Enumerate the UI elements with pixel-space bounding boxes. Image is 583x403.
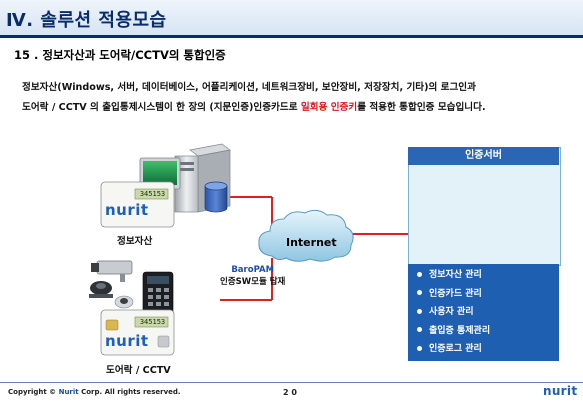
bullet-icon [417,327,422,332]
description-text-before: 도어락 / CCTV 의 출입통제시스템이 한 장의 (지문인증)인증카드로 [22,102,301,113]
baropam-module-text: 인증SW모듈 탑재 [220,277,286,287]
assets-monitor-icon [139,157,181,194]
bullet-icon [417,290,422,295]
function-item: 인증카드 관리 [414,285,490,304]
door-auth-card [100,309,175,356]
description-highlight: 일회용 인증키 [300,102,358,113]
page-number: 2 0 [283,388,297,397]
baropam-caption: BaroPAM 인증SW모듈 탑재 [220,265,285,287]
internet-label: Internet [286,236,337,249]
auth-server-function-list: 정보자산 관리 인증카드 관리 사용자 관리 출입증 통제관리 인증로그 관리 [414,266,490,359]
bullet-icon [417,271,422,277]
assets-label: 정보자산 [117,236,153,247]
assets-database-icon [204,181,228,213]
function-item: 사용자 관리 [414,303,490,322]
header-band [0,0,583,38]
function-item: 출입증 통제관리 [414,322,490,341]
assets-card-brand: nurit [105,201,149,219]
bullet-icon [417,345,422,351]
assets-auth-card [100,181,175,228]
description-line-1: 정보자산(Windows, 서버, 데이터베이스, 어플리케이션, 네트워크장비… [22,82,476,93]
door-label: 도어락 / CCTV [106,365,171,376]
section-title: 15 . 정보자산과 도어락/CCTV의 통합인증 [14,48,226,62]
door-lock-keypad-icon [142,271,174,321]
assets-card-display: 345153 [139,190,166,198]
cctv-camera-icon [91,260,133,282]
footer-logo: nurit [543,384,578,398]
function-item: 인증로그 관리 [414,340,490,359]
function-item: 정보자산 관리 [414,266,490,285]
door-card-brand: nurit [105,332,149,350]
header-divider [0,35,583,38]
baropam-name: BaroPAM [231,265,275,275]
copyright-text: Copyright © Nurit Corp. All rights reser… [8,388,181,396]
footer-divider [0,382,583,383]
auth-server-panel [408,147,561,266]
page-title: Ⅳ. 솔루션 적용모습 [6,10,167,31]
bullet-icon [417,308,422,314]
description-text-after: 를 적용한 통합인증 모습입니다. [357,102,486,113]
auth-server-function-panel [408,264,559,361]
door-card-display: 345153 [139,318,166,326]
auth-server-title: 인증서버 [408,147,559,165]
dome-camera-icon [89,281,134,309]
internet-cloud-icon [258,209,354,262]
description-line-2: 도어락 / CCTV 의 출입통제시스템이 한 장의 (지문인증)인증카드로 일… [22,99,486,113]
